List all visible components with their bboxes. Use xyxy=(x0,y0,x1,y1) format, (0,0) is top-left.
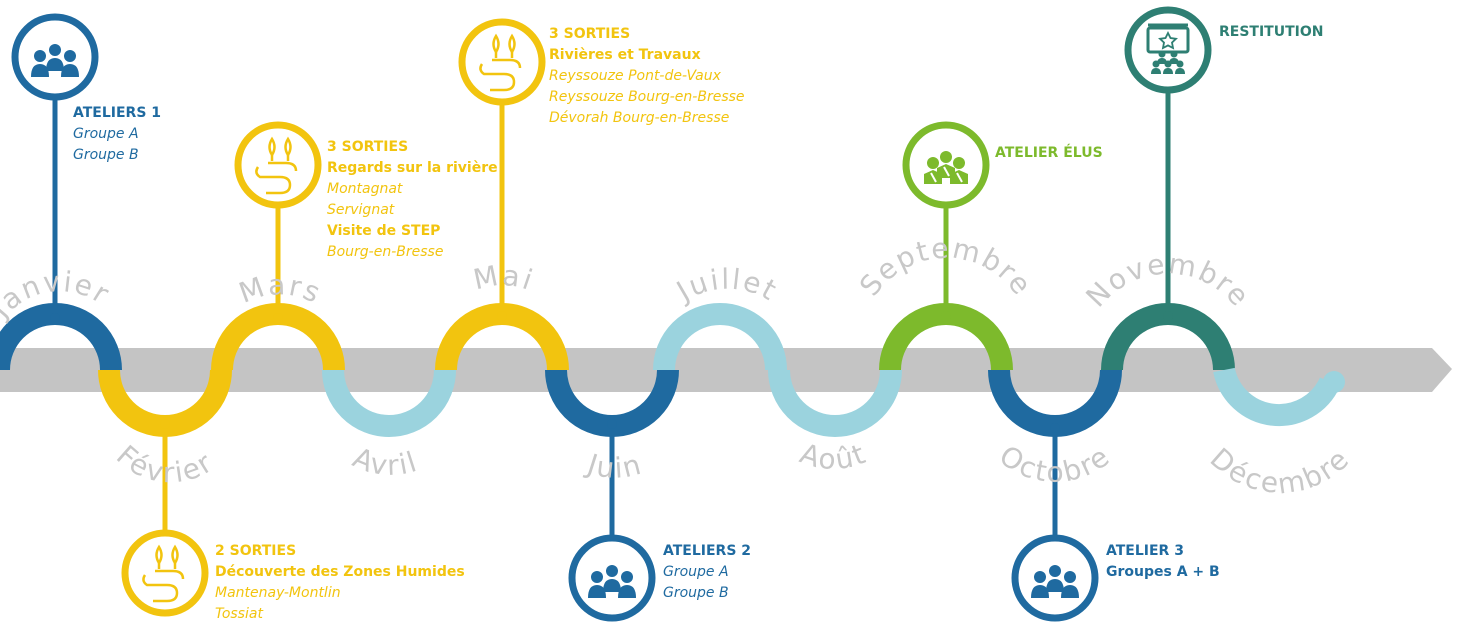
event-location: Groupe B xyxy=(73,147,139,163)
event-subtitle: Regards sur la rivière xyxy=(327,160,498,176)
event-marker-février xyxy=(121,419,209,617)
nature-icon xyxy=(142,544,185,603)
event-location: Groupe B xyxy=(663,585,729,601)
event-label-janvier: ATELIERS 1 Groupe A Groupe B xyxy=(73,103,161,166)
event-title: 3 SORTIES xyxy=(327,139,409,155)
presentation-icon xyxy=(1146,23,1190,74)
event-marker-juin xyxy=(568,419,656,622)
event-marker-mars xyxy=(234,121,322,323)
event-label-novembre: RESTITUTION xyxy=(1219,22,1323,43)
nature-icon xyxy=(255,136,298,195)
timeline-loop-août xyxy=(768,369,902,437)
event-marker-novembre xyxy=(1124,6,1212,321)
event-location: Reyssouze Pont-de-Vaux xyxy=(549,68,721,84)
event-icon-circle xyxy=(234,121,322,209)
timeline-loop-juillet xyxy=(653,303,787,371)
event-title: 2 SORTIES xyxy=(215,543,297,559)
group-icon xyxy=(1031,565,1079,598)
timeline-loop-décembre xyxy=(1213,367,1341,426)
event-dot xyxy=(607,419,617,429)
event-location: Servignat xyxy=(327,202,395,218)
event-title: ATELIERS 2 xyxy=(663,543,752,559)
event-subtitle: Groupes A + B xyxy=(1106,564,1220,580)
event-icon-circle xyxy=(121,529,209,617)
event-dot xyxy=(50,313,60,323)
event-location: Dévorah Bourg-en-Bresse xyxy=(549,110,730,126)
event-location: Bourg-en-Bresse xyxy=(327,244,444,260)
event-dot xyxy=(273,313,283,323)
event-dot xyxy=(497,311,507,321)
event-title: ATELIERS 1 xyxy=(73,105,162,121)
event-label-octobre: ATELIER 3 Groupes A + B xyxy=(1106,541,1220,583)
event-location: Tossiat xyxy=(215,606,263,622)
month-label-juillet: Juillet xyxy=(669,263,783,309)
month-label-mai: Mai xyxy=(470,259,538,298)
timeline-loop-avril xyxy=(322,369,456,437)
event-marker-septembre xyxy=(902,121,990,321)
event-marker-mai xyxy=(458,18,546,321)
event-icon-circle xyxy=(1011,534,1099,622)
officials-icon xyxy=(924,151,968,184)
month-label-août: Août xyxy=(796,437,871,477)
group-icon xyxy=(31,44,79,77)
nature-icon xyxy=(479,33,522,92)
event-icon-circle xyxy=(568,534,656,622)
event-icon-circle xyxy=(1124,6,1212,94)
event-title: RESTITUTION xyxy=(1219,24,1324,40)
event-icon-circle xyxy=(11,13,99,101)
timeline-end-cap xyxy=(1323,371,1345,393)
event-marker-janvier xyxy=(11,13,99,323)
event-title: 3 SORTIES xyxy=(549,26,631,42)
event-dot xyxy=(1050,423,1060,433)
event-dot xyxy=(941,311,951,321)
event-title: ATELIER ÉLUS xyxy=(995,145,1103,161)
event-icon-circle xyxy=(458,18,546,106)
event-location: Montagnat xyxy=(327,181,403,197)
month-label-décembre: Décembre xyxy=(1204,442,1356,501)
event-dot xyxy=(160,419,170,429)
event-markers xyxy=(11,6,1212,622)
group-icon xyxy=(588,565,636,598)
event-title: ATELIER 3 xyxy=(1106,543,1184,559)
event-location: Groupe A xyxy=(73,126,139,142)
event-subtitle: Visite de STEP xyxy=(327,223,441,239)
event-dot xyxy=(1163,311,1173,321)
event-subtitle: Découverte des Zones Humides xyxy=(215,564,465,580)
event-location: Mantenay-Montlin xyxy=(215,585,341,601)
timeline-arrow xyxy=(0,348,1452,392)
event-subtitle: Rivières et Travaux xyxy=(549,47,701,63)
month-label-juin: Juin xyxy=(582,447,646,485)
event-location: Reyssouze Bourg-en-Bresse xyxy=(549,89,745,105)
event-label-juin: ATELIERS 2 Groupe A Groupe B xyxy=(663,541,751,604)
event-label-septembre: ATELIER ÉLUS xyxy=(995,143,1103,164)
event-location: Groupe A xyxy=(663,564,729,580)
event-marker-octobre xyxy=(1011,423,1099,622)
month-label-avril: Avril xyxy=(348,441,422,482)
